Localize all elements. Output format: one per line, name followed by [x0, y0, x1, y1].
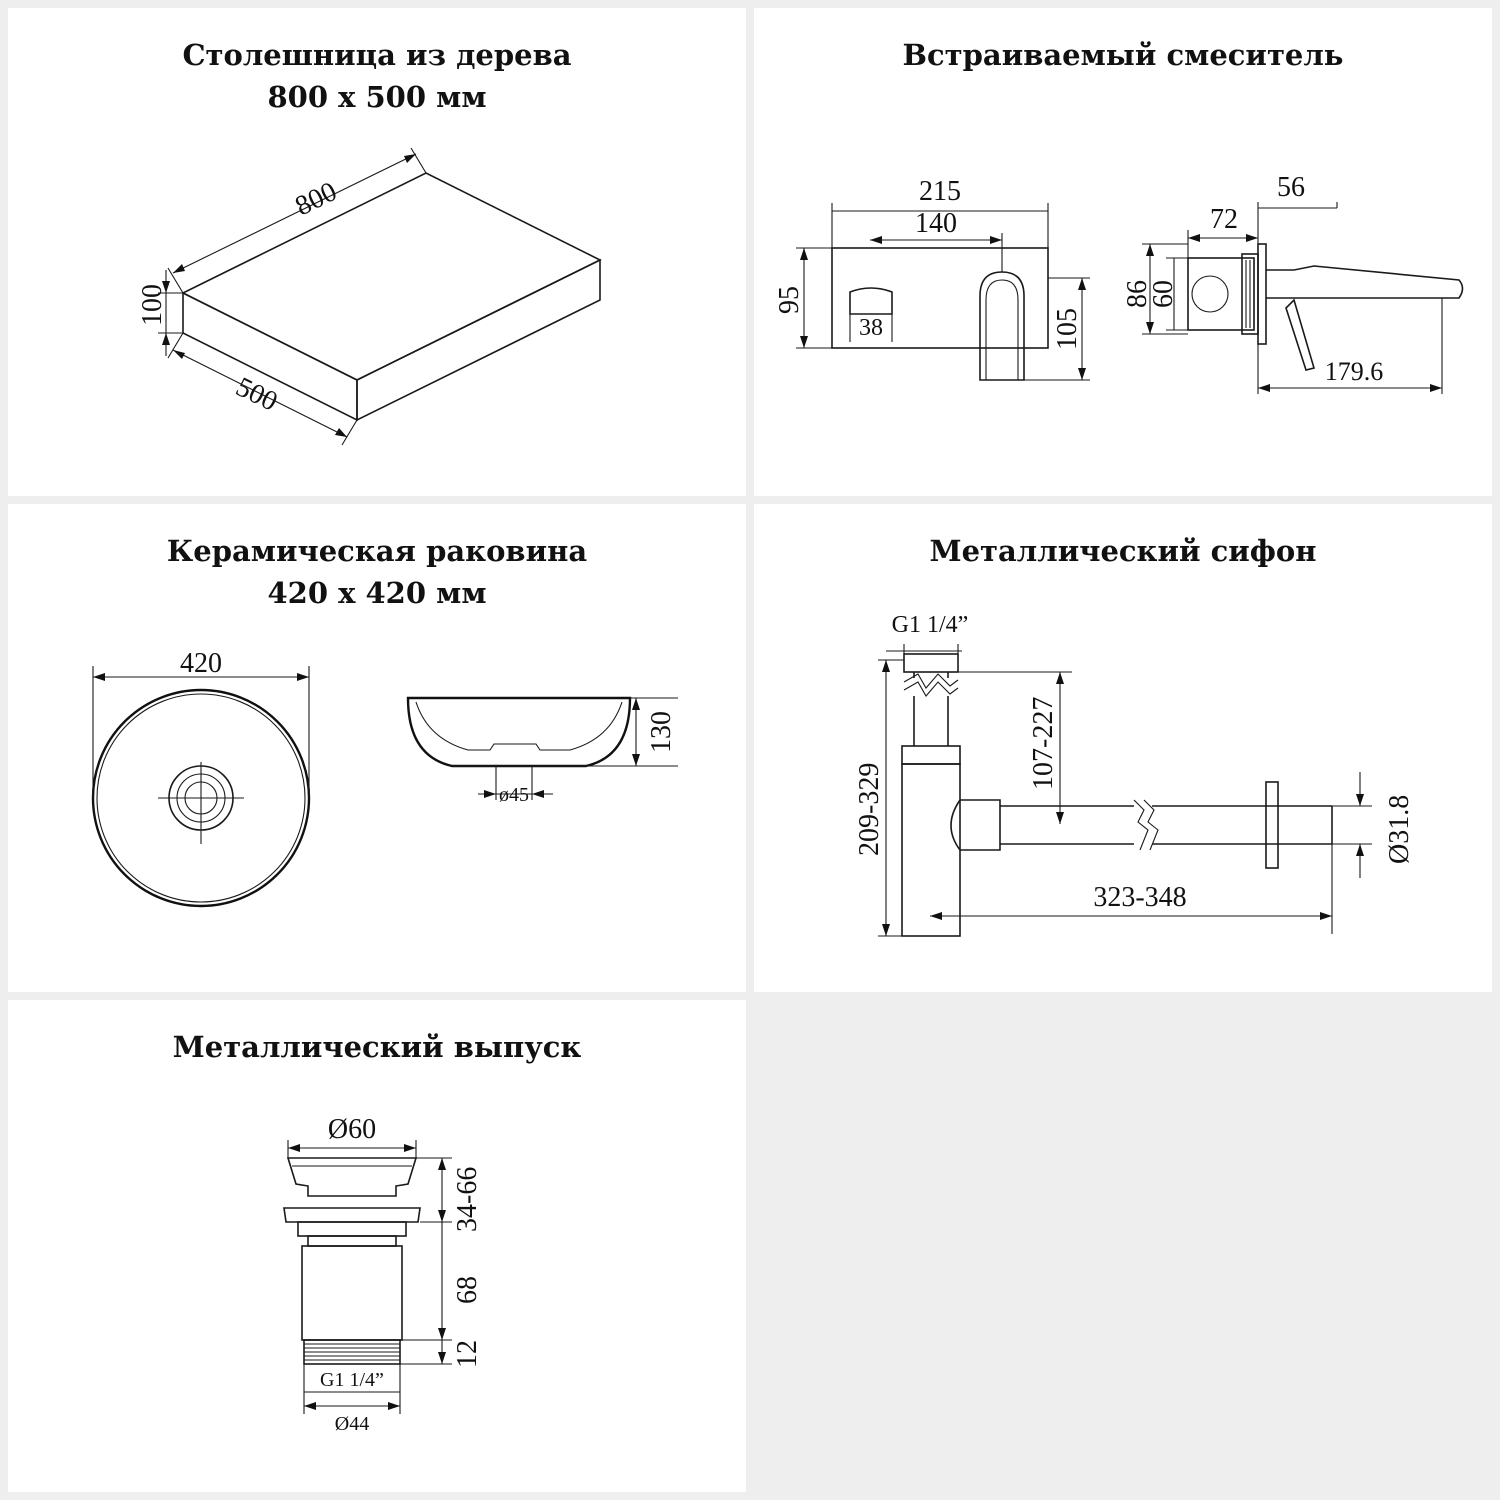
dim-flange-height: 86: [1122, 280, 1153, 308]
drain-cap: [286, 1157, 418, 1197]
dim-body-height: 60: [1148, 280, 1179, 308]
faucet-plate: [831, 247, 1049, 349]
bottle-body: [901, 763, 961, 937]
panel-title: Столешница из дерева 800 х 500 мм: [8, 34, 746, 118]
panel-title: Металлический выпуск: [8, 1026, 746, 1068]
panel-countertop: Столешница из дерева 800 х 500 мм 800 10…: [8, 8, 746, 496]
wall-rosette: [1265, 781, 1279, 869]
title: Металлический выпуск: [172, 1030, 582, 1064]
cartridge: [1191, 275, 1229, 313]
faucet-drawing: 215 140 95 38 105: [774, 172, 1464, 394]
panel-faucet: Встраиваемый смеситель 215 140 95 38: [754, 8, 1492, 496]
panel-title: Керамическая раковина 420 х 420 мм: [8, 530, 746, 614]
sink-drawing: 420 130 ø45: [91, 648, 678, 908]
title-line-1: Столешница из дерева: [182, 38, 572, 72]
dim-thread: G1 1/4”: [320, 1369, 384, 1391]
dim-body-depth: 72: [1210, 204, 1238, 235]
panel-sink: Керамическая раковина 420 х 420 мм 420 1…: [8, 504, 746, 992]
spout: [979, 271, 1025, 381]
dim-total-width: 215: [919, 176, 961, 207]
top-nut: [903, 653, 959, 673]
lever: [1285, 298, 1316, 371]
panel-title: Металлический сифон: [754, 530, 1492, 572]
outlet-elbow: [950, 799, 1001, 851]
dim-total-height: 209-329: [854, 763, 885, 856]
panel-title: Встраиваемый смеситель: [754, 34, 1492, 76]
dim-adjustable: 107-227: [1028, 697, 1059, 790]
panel-siphon: Металлический сифон G1 1/4”: [754, 504, 1492, 992]
dim-spout-height: 105: [1052, 308, 1083, 350]
panel-drain: Металлический выпуск Ø60: [8, 1000, 746, 1492]
title: Встраиваемый смеситель: [902, 38, 1344, 72]
dim-depth-total: 56: [1277, 172, 1305, 203]
countertop-drawing: 800 100 500: [137, 147, 602, 446]
dim-spout-reach: 179.6: [1325, 357, 1384, 386]
title-line-2: 800 х 500 мм: [267, 80, 487, 114]
dim-pipe-length: 323-348: [1093, 882, 1186, 913]
slab-side: [356, 258, 601, 422]
wall-flange: [1257, 243, 1267, 345]
dim-clamp-range: 34-66: [452, 1167, 483, 1232]
dim-handle-width: 38: [859, 315, 883, 341]
handle: [849, 287, 893, 315]
dim-height: 100: [137, 284, 168, 326]
dim-pipe-diameter: Ø31.8: [1384, 795, 1415, 864]
dim-body-length: 68: [452, 1276, 483, 1304]
drain-flange: [283, 1207, 421, 1223]
side-spout: [1266, 265, 1464, 299]
dim-length: 800: [290, 176, 341, 222]
title: Металлический сифон: [929, 534, 1317, 568]
dim-drain: ø45: [499, 784, 529, 806]
title-line-1: Керамическая раковина: [166, 534, 588, 568]
dim-height: 130: [646, 711, 677, 753]
siphon-drawing: G1 1/4” 209-329 107-227 Ø31.8 323-348: [854, 612, 1415, 937]
drain-thread: [303, 1339, 401, 1365]
dim-plate-height: 95: [774, 286, 805, 314]
dim-thread-length: 12: [452, 1340, 483, 1368]
slab-top: [181, 172, 602, 381]
bottle-cap: [901, 745, 961, 765]
dim-bottom-diameter: Ø44: [335, 1413, 369, 1435]
dim-spout-offset: 140: [915, 208, 957, 239]
drain-body: [301, 1245, 403, 1341]
sink-side-profile: [406, 696, 632, 768]
dim-thread: G1 1/4”: [892, 612, 969, 638]
faucet-body: [1187, 257, 1255, 331]
drain-drawing: Ø60 34-66 68 12 G1 1/4” Ø44: [283, 1114, 483, 1435]
dim-diameter: 420: [180, 648, 222, 679]
title-line-2: 420 х 420 мм: [267, 576, 487, 610]
dim-top-diameter: Ø60: [328, 1114, 376, 1145]
